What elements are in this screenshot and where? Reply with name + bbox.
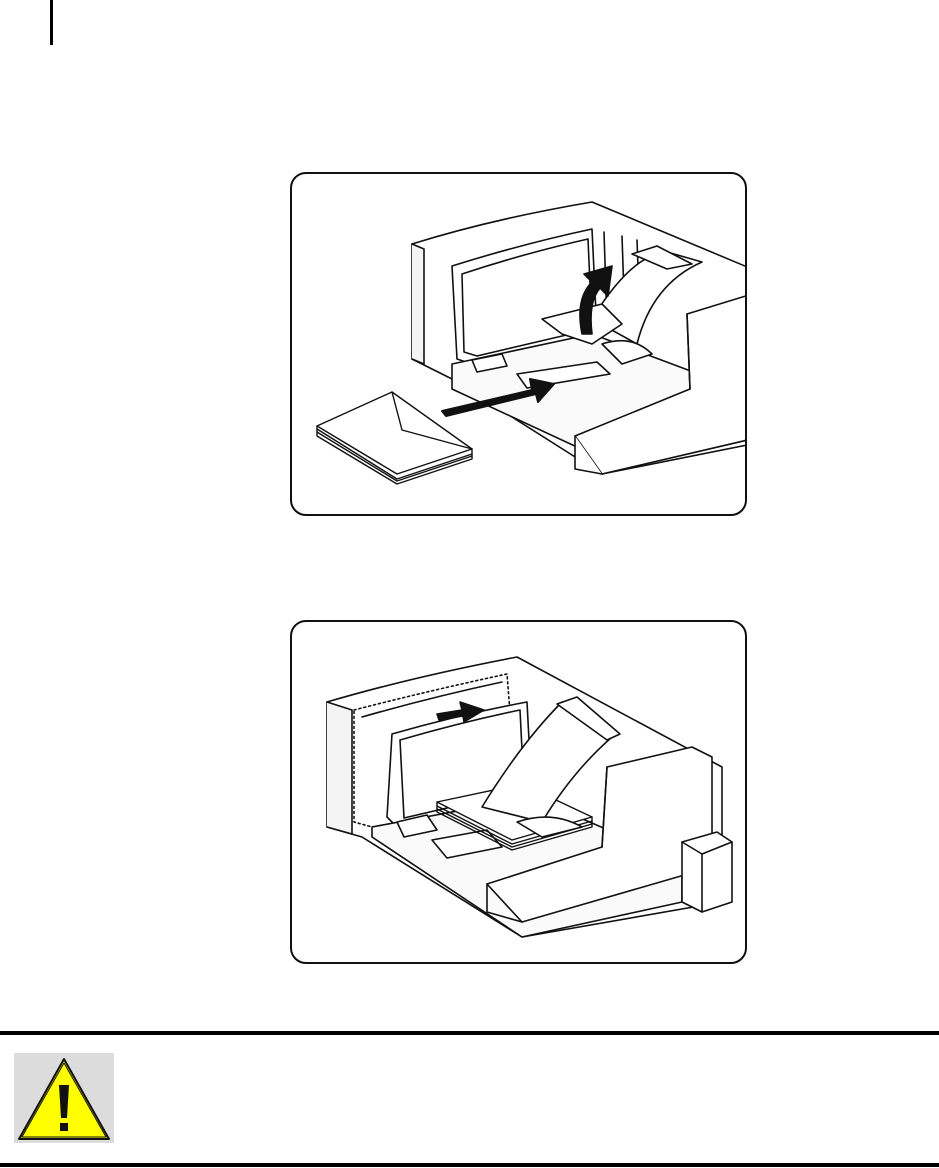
envelope-stack [317,392,472,484]
margin-rule [50,0,53,45]
caution-panel [14,1053,114,1143]
figure-envelope-insertion [290,172,747,516]
caution-rule-top [0,1031,939,1035]
caution-rule-bottom [0,1163,939,1167]
figure-envelopes-loaded [290,620,747,964]
illustration-feeder-insert [292,174,747,516]
illustration-feeder-loaded [292,622,747,964]
warning-triangle-icon [14,1053,114,1143]
accessory-block [682,832,732,912]
